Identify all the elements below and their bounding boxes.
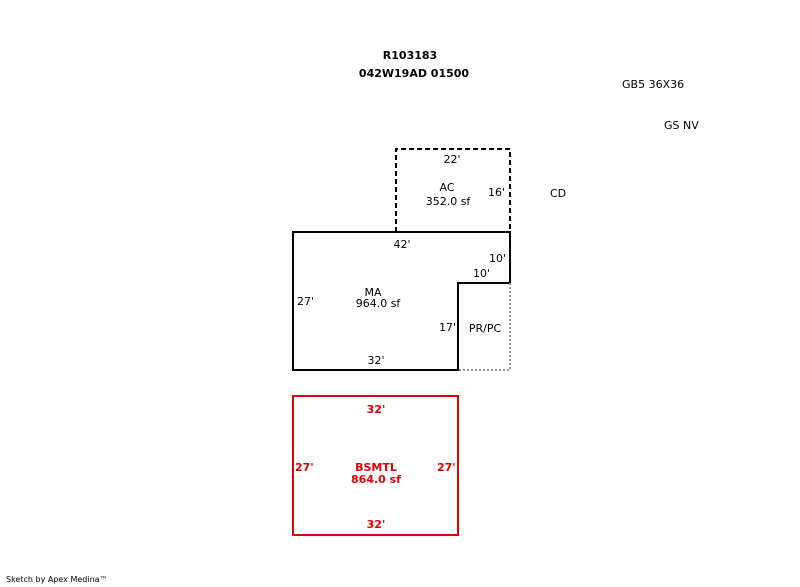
prpc-outline xyxy=(458,283,511,371)
outbuilding-note: GB5 36X36 xyxy=(622,78,685,91)
ac-label: AC xyxy=(439,181,455,194)
ac-dim-right: 16' xyxy=(488,186,506,199)
bsmtl-dim-left: 27' xyxy=(295,461,314,474)
ma-dim-left: 27' xyxy=(297,295,315,308)
outbuilding-status-note: GS NV xyxy=(664,119,699,132)
ac-outline xyxy=(395,148,511,232)
bsmtl-dim-top: 32' xyxy=(366,403,386,416)
ma-dim-top: 42' xyxy=(393,238,411,251)
parcel-id: R103183 xyxy=(382,49,438,62)
bsmtl-dim-right: 27' xyxy=(437,461,456,474)
ma-dim-bottom: 32' xyxy=(367,354,385,367)
ac-dim-top: 22' xyxy=(443,153,461,166)
bsmtl-outline xyxy=(292,395,459,536)
ma-outline xyxy=(292,231,511,371)
map-number: 042W19AD 01500 xyxy=(358,67,470,80)
sketch-credit: Sketch by Apex Medina™ xyxy=(6,575,108,584)
bsmtl-area: 864.0 sf xyxy=(351,473,401,486)
prpc-label: PR/PC xyxy=(468,322,502,335)
ma-dim-notch-right: 10' xyxy=(489,252,507,265)
ma-dim-notch-left: 17' xyxy=(439,321,457,334)
deck-label: CD xyxy=(550,187,567,200)
ma-label: MA xyxy=(364,286,382,299)
ma-area: 964.0 sf xyxy=(355,297,401,310)
ma-dim-notch-top: 10' xyxy=(473,267,491,280)
ac-area: 352.0 sf xyxy=(425,195,471,208)
bsmtl-dim-bottom: 32' xyxy=(366,518,386,531)
bsmtl-label: BSMTL xyxy=(355,461,397,474)
